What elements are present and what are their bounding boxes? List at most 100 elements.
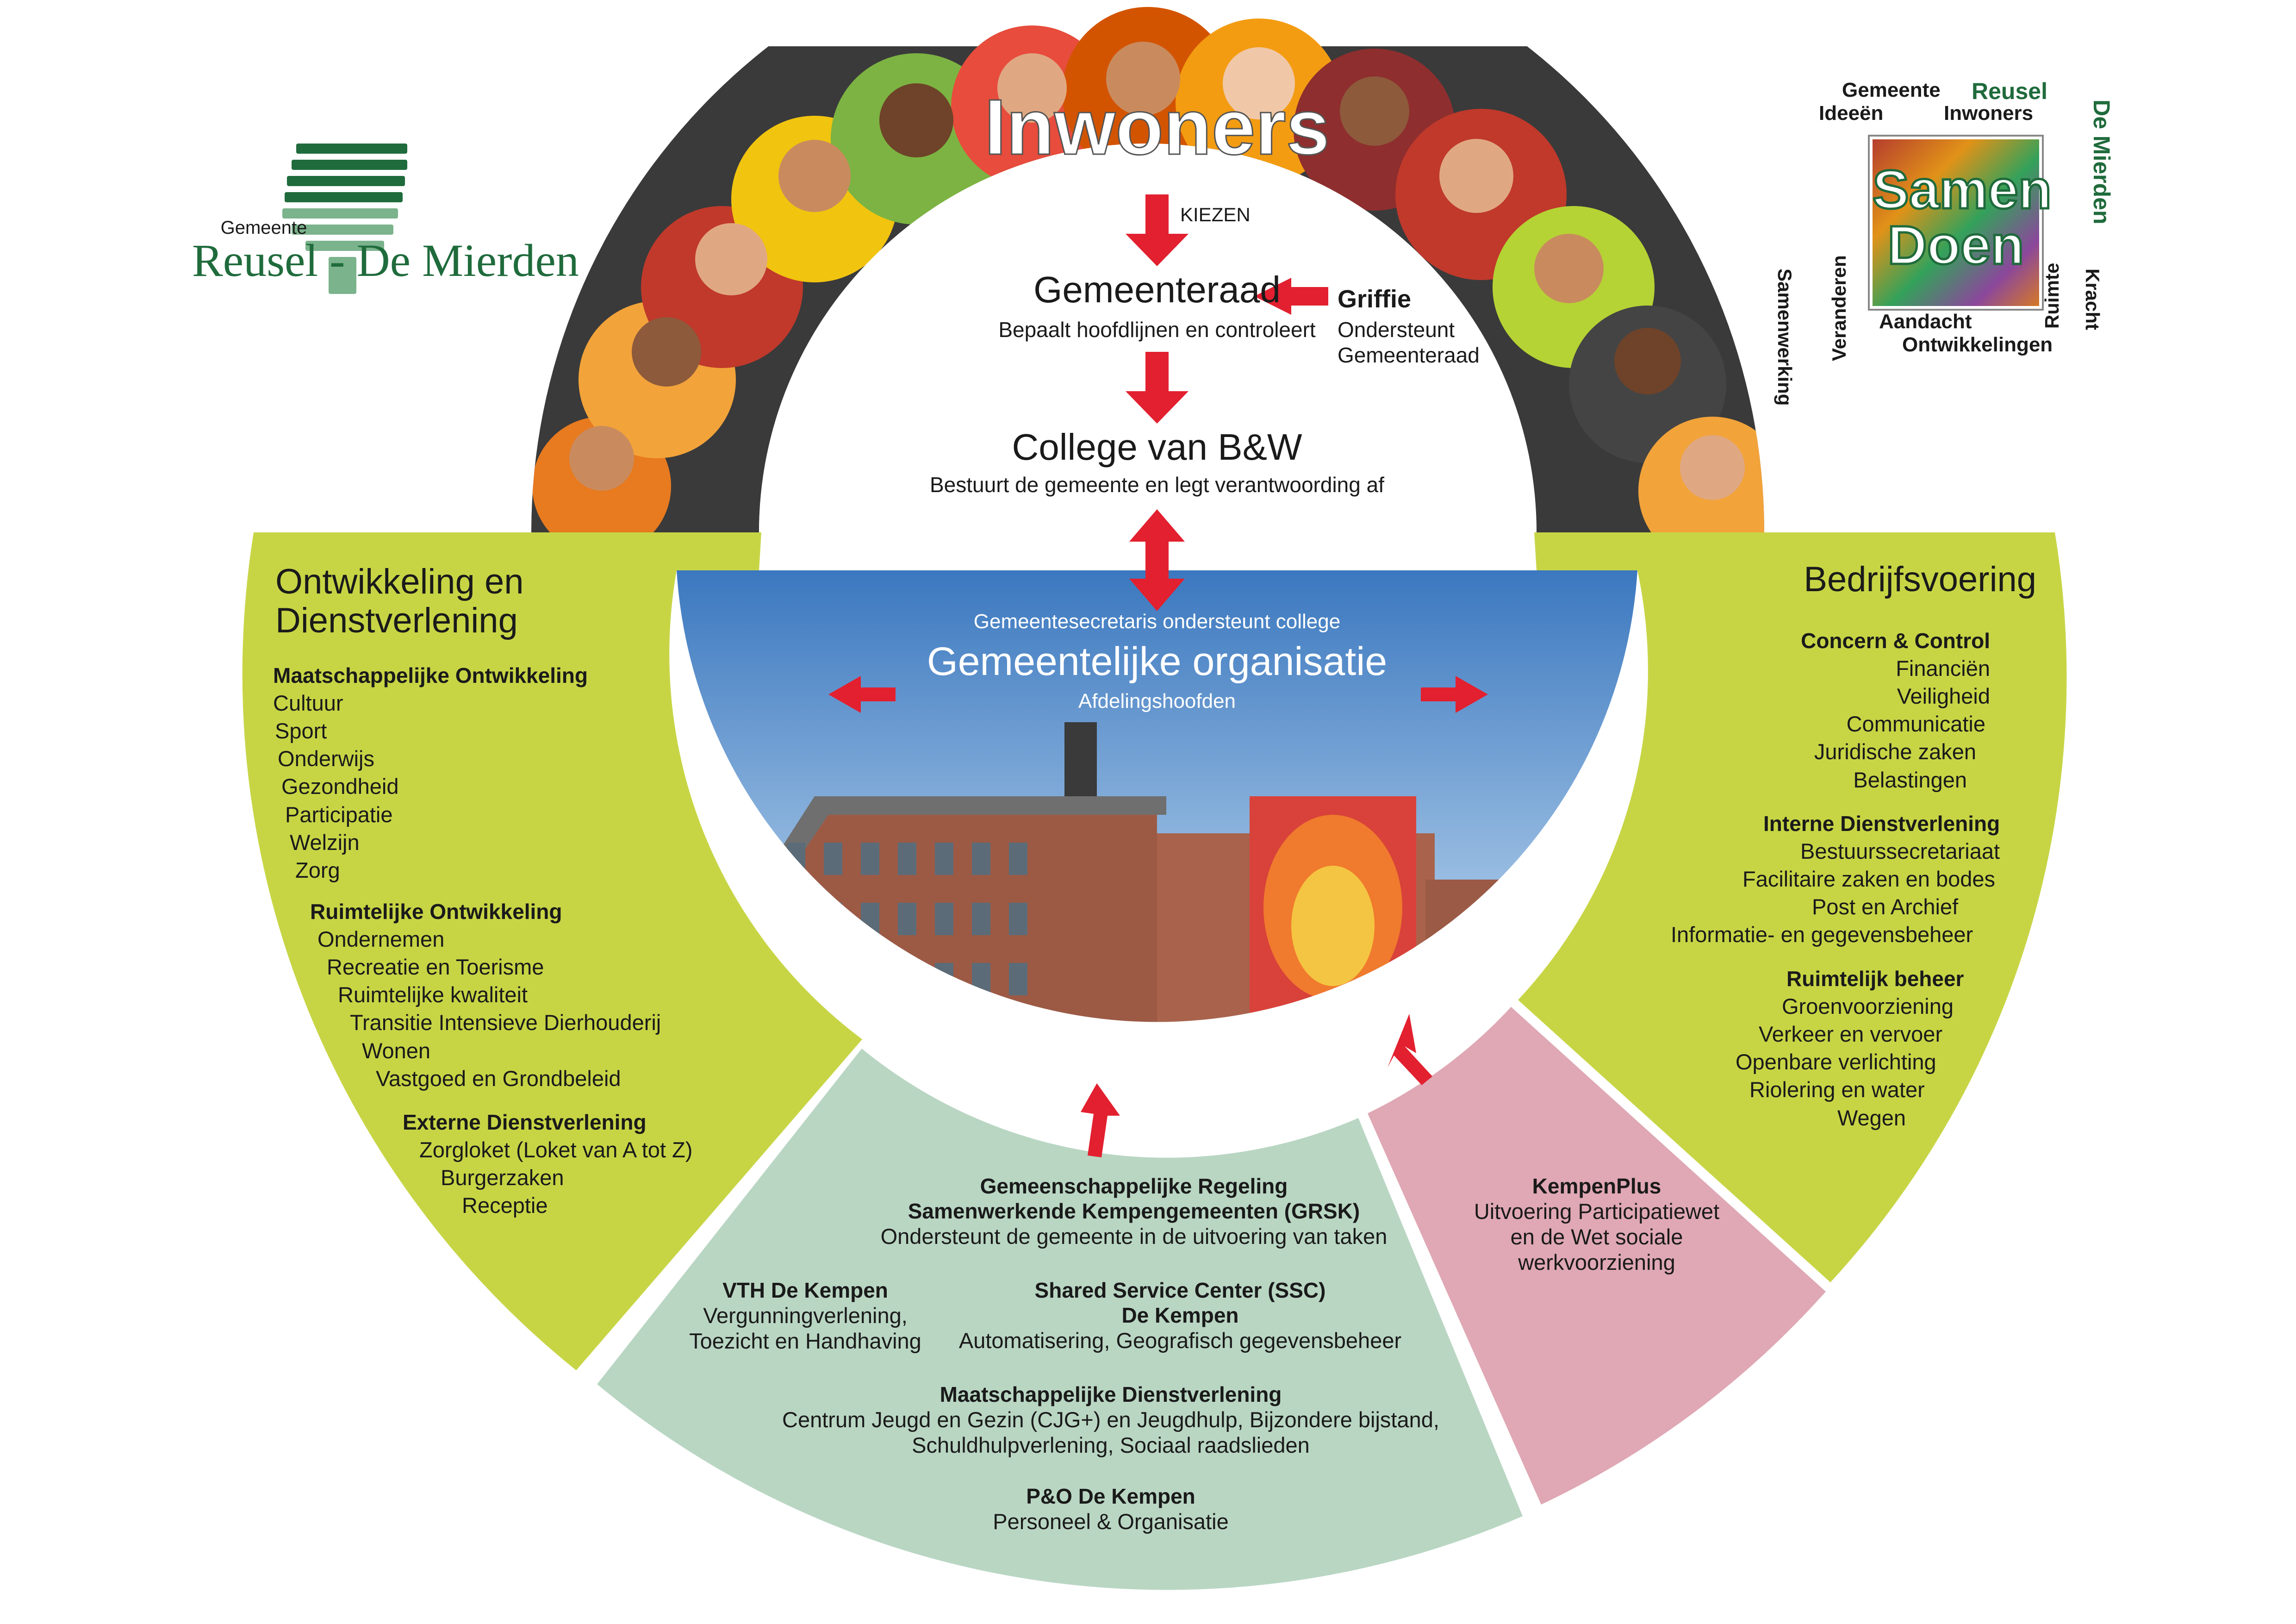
vth-line1: Vergunningverlening,	[703, 1303, 908, 1328]
secretaris-text: Gemeentesecretaris ondersteunt college	[973, 610, 1341, 633]
badge-word-de-mierden: De Mierden	[2089, 100, 2115, 225]
kiezen-label: KIEZEN	[1180, 204, 1251, 225]
ssc-line2: De Kempen	[1121, 1303, 1239, 1327]
arrow-kempenplus	[1388, 1014, 1432, 1085]
list-item: Communicatie	[1846, 712, 1985, 737]
panel-grsk	[597, 1049, 1523, 1590]
list-item: Financiën	[1896, 656, 1990, 681]
badge-word-kracht: Kracht	[2082, 269, 2103, 331]
md-block: Maatschappelijke Dienstverlening Centrum…	[648, 1382, 1574, 1458]
gemeenteraad-title: Gemeenteraad	[1033, 269, 1281, 310]
right-group-0: Concern & Control Financiën Veiligheid C…	[1574, 627, 1990, 794]
kempenplus-title: KempenPlus	[1532, 1174, 1661, 1198]
arrow-kiezen	[1126, 194, 1188, 266]
list-item: Participatie	[285, 802, 393, 827]
griffie-line1: Ondersteunt	[1338, 318, 1455, 342]
kempenplus-block: KempenPlus Uitvoering Participatiewet en…	[1412, 1174, 1782, 1275]
vth-title: VTH De Kempen	[722, 1278, 888, 1302]
badge-word-gemeente: Gemeente	[1842, 79, 1941, 101]
badge-word-ruimte: Ruimte	[2041, 262, 2063, 329]
ssc-sub: Automatisering, Geografisch gegevensbehe…	[958, 1328, 1402, 1353]
list-item: Welzijn	[290, 830, 360, 855]
vth-block: VTH De Kempen Vergunningverlening, Toezi…	[639, 1278, 972, 1354]
logo-name: Reusel - De Mierden	[192, 235, 579, 286]
list-item: Zorgloket (Loket van A tot Z)	[419, 1137, 693, 1162]
list-item: Belastingen	[1853, 767, 1967, 792]
list-item: Ondernemen	[317, 926, 445, 951]
right-title: Bedrijfsvoering	[1804, 560, 2036, 599]
md-line1: Centrum Jeugd en Gezin (CJG+) en Jeugdhu…	[782, 1407, 1439, 1432]
left-group-1: Ruimtelijke Ontwikkeling Ondernemen Recr…	[310, 898, 661, 1093]
list-item: Vastgoed en Grondbeleid	[376, 1066, 621, 1091]
list-item: Bestuurssecretariaat	[1800, 838, 2000, 863]
list-item: Facilitaire zaken en bodes	[1742, 867, 1996, 892]
list-item: Gezondheid	[281, 774, 399, 799]
panel-ontwikkeling	[242, 532, 862, 1370]
grsk-block: Gemeenschappelijke Regeling Samenwerkend…	[694, 1174, 1574, 1249]
panel-kempenplus	[1368, 1007, 1826, 1505]
list-item: Wegen	[1837, 1105, 1906, 1130]
badge-doen: Doen	[1886, 215, 2025, 276]
left-title-line1: Ontwikkeling en	[275, 562, 524, 601]
po-title: P&O De Kempen	[1026, 1484, 1195, 1508]
left-group-heading: Maatschappelijke Ontwikkeling	[273, 663, 588, 687]
badge-word-ideeen: Ideeën	[1819, 102, 1884, 125]
badge-word-samenwerking: Samenwerking	[1774, 269, 1796, 406]
badge-samen: Samen	[1872, 159, 2053, 220]
right-group-1: Interne Dienstverlening Bestuurssecretar…	[1643, 810, 2060, 949]
griffie-line2: Gemeenteraad	[1338, 343, 1480, 367]
grsk-line1: Gemeenschappelijke Regeling	[980, 1174, 1288, 1198]
kempenplus-line2: en de Wet sociale	[1510, 1224, 1683, 1249]
arrow-college-organisatie	[1129, 509, 1185, 611]
ssc-line1: Shared Service Center (SSC)	[1034, 1278, 1326, 1302]
list-item: Juridische zaken	[1814, 739, 1976, 764]
right-group-heading: Ruimtelijk beheer	[1786, 967, 1964, 991]
badge-photo: Samen Doen	[1870, 137, 2053, 309]
list-item: Transitie Intensieve Dierhouderij	[350, 1010, 661, 1035]
list-item: Riolering en water	[1749, 1077, 1925, 1102]
gemeenteraad-subtitle: Bepaalt hoofdlijnen en controleert	[998, 318, 1316, 342]
college-title: College van B&W	[1012, 426, 1302, 468]
badge-word-aandacht: Aandacht	[1879, 310, 1972, 333]
md-line2: Schuldhulpverlening, Sociaal raadslieden	[912, 1433, 1310, 1457]
arrow-right	[1421, 676, 1488, 713]
right-group-heading: Concern & Control	[1801, 629, 1990, 653]
inwoners-crowd	[531, 7, 1764, 532]
list-item: Informatie- en gegevensbeheer	[1671, 922, 1973, 947]
left-group-2: Externe Dienstverlening Zorgloket (Loket…	[403, 1109, 692, 1219]
right-group-heading: Interne Dienstverlening	[1763, 812, 2000, 836]
left-group-heading: Ruimtelijke Ontwikkeling	[310, 899, 562, 924]
po-block: P&O De Kempen Personeel & Organisatie	[879, 1484, 1342, 1534]
kempenplus-line3: werkvoorziening	[1518, 1250, 1675, 1274]
ssc-block: Shared Service Center (SSC) De Kempen Au…	[926, 1278, 1435, 1353]
list-item: Groenvoorziening	[1782, 993, 1954, 1018]
list-item: Post en Archief	[1812, 894, 1959, 919]
panel-bedrijfsvoering	[1518, 532, 2067, 1282]
list-item: Cultuur	[273, 690, 343, 715]
vth-line2: Toezicht en Handhaving	[689, 1329, 921, 1353]
grsk-sub: Ondersteunt de gemeente in de uitvoering…	[880, 1224, 1388, 1249]
arrows	[828, 194, 1488, 1157]
list-item: Ruimtelijke kwaliteit	[338, 982, 528, 1007]
left-group-heading: Externe Dienstverlening	[403, 1110, 647, 1134]
md-title: Maatschappelijke Dienstverlening	[940, 1382, 1282, 1406]
afdelingshoofden-text: Afdelingshoofden	[1078, 690, 1236, 712]
list-item: Burgerzaken	[441, 1165, 564, 1190]
arrow-griffie	[1254, 278, 1328, 315]
list-item: Verkeer en vervoer	[1759, 1022, 1943, 1047]
arrow-grsk	[1081, 1083, 1120, 1157]
po-sub: Personeel & Organisatie	[993, 1509, 1229, 1534]
badge-word-reusel: Reusel	[1972, 78, 2047, 104]
badge-word-inwoners: Inwoners	[1944, 102, 2034, 125]
list-item: Onderwijs	[278, 746, 374, 771]
left-title: Ontwikkeling en Dienstverlening	[275, 562, 524, 640]
logo-tree-icon	[282, 144, 407, 294]
left-group-0: Maatschappelijke Ontwikkeling Cultuur Sp…	[273, 662, 588, 884]
organisatie-title: Gemeentelijke organisatie	[927, 639, 1388, 684]
left-title-line2: Dienstverlening	[275, 600, 518, 640]
badge-word-veranderen: Veranderen	[1828, 255, 1850, 361]
arrow-raad-college	[1126, 352, 1188, 424]
kempenplus-line1: Uitvoering Participatiewet	[1474, 1199, 1720, 1224]
